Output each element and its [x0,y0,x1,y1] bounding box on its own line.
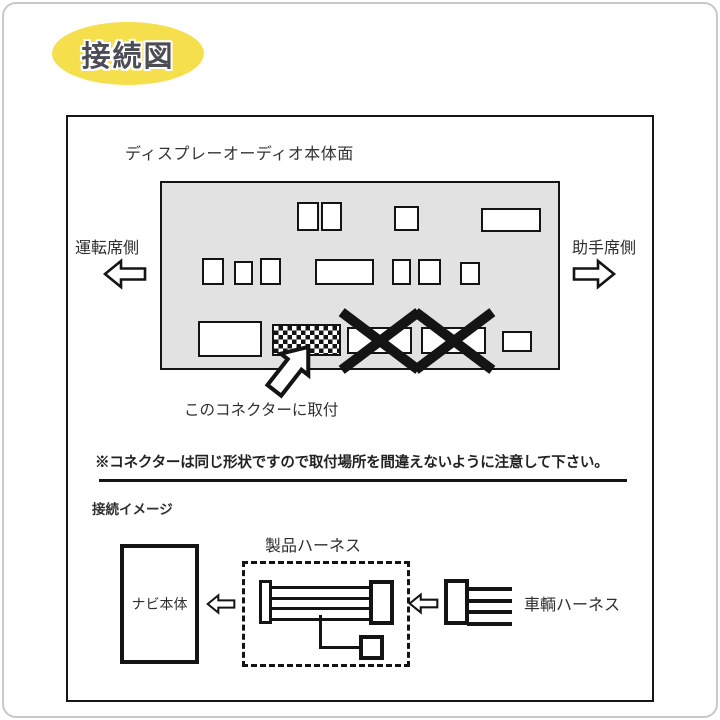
connector-plain [234,261,253,285]
product-harness-label: 製品ハーネス [265,538,362,555]
connector-plain [297,202,319,231]
connector-plain [260,258,281,285]
left-direction-arrow-icon [102,258,147,290]
right-direction-arrow-icon [572,258,617,290]
branch-wire-horizontal [319,646,362,649]
connection-diagram-badge: 接続図 [52,22,204,85]
vehicle-wire [467,599,512,603]
connector-crossed [421,327,486,354]
connection-image-heading: 接続イメージ [92,502,173,517]
harness-wire [272,607,369,610]
vehicle-wire [467,622,512,626]
branch-connector [359,635,384,660]
connector-plain [198,321,262,357]
audio-unit-rear-panel [160,181,560,370]
pointer-caption: このコネクターに取付 [184,402,339,419]
panel-title: ディスプレーオーディオ本体面 [125,146,354,163]
connector-plain [481,208,541,232]
vehicle-wire [467,610,512,614]
pointer-arrow-icon [264,344,311,399]
connector-plain [202,258,224,285]
connector-plain [418,259,441,285]
warning-note: ※コネクターは同じ形状ですので取付場所を間違えないように注意して下さい。 [95,455,609,471]
harness-wire [272,597,369,600]
driver-side-label: 運転席側 [75,240,140,257]
connector-plain [460,262,480,285]
diagram-container: ディスプレーオーディオ本体面 運転席側 助手席側 このコネクターに取付 ※コネク… [66,115,654,702]
branch-wire-vertical [319,615,322,649]
flow-arrow-left-2-icon [408,592,439,615]
connector-plain [321,202,342,231]
harness-connector-right [369,580,394,625]
passenger-side-label: 助手席側 [572,240,637,257]
harness-wire [272,586,369,589]
vehicle-harness-label: 車輌ハーネス [524,597,621,614]
connector-plain [392,259,411,285]
connector-plain [502,331,532,352]
navi-unit-label: ナビ本体 [131,596,188,612]
badge-label: 接続図 [81,40,175,73]
harness-connector-left [259,580,272,624]
vehicle-harness-connector [444,579,469,625]
navi-unit-box: ナビ本体 [120,544,199,664]
connector-plain [394,206,419,231]
vehicle-wire [467,587,512,591]
product-harness-box [242,561,410,667]
section-divider [99,479,627,482]
connector-plain [315,259,374,285]
connector-crossed [347,327,412,354]
flow-arrow-left-1-icon [206,593,236,615]
